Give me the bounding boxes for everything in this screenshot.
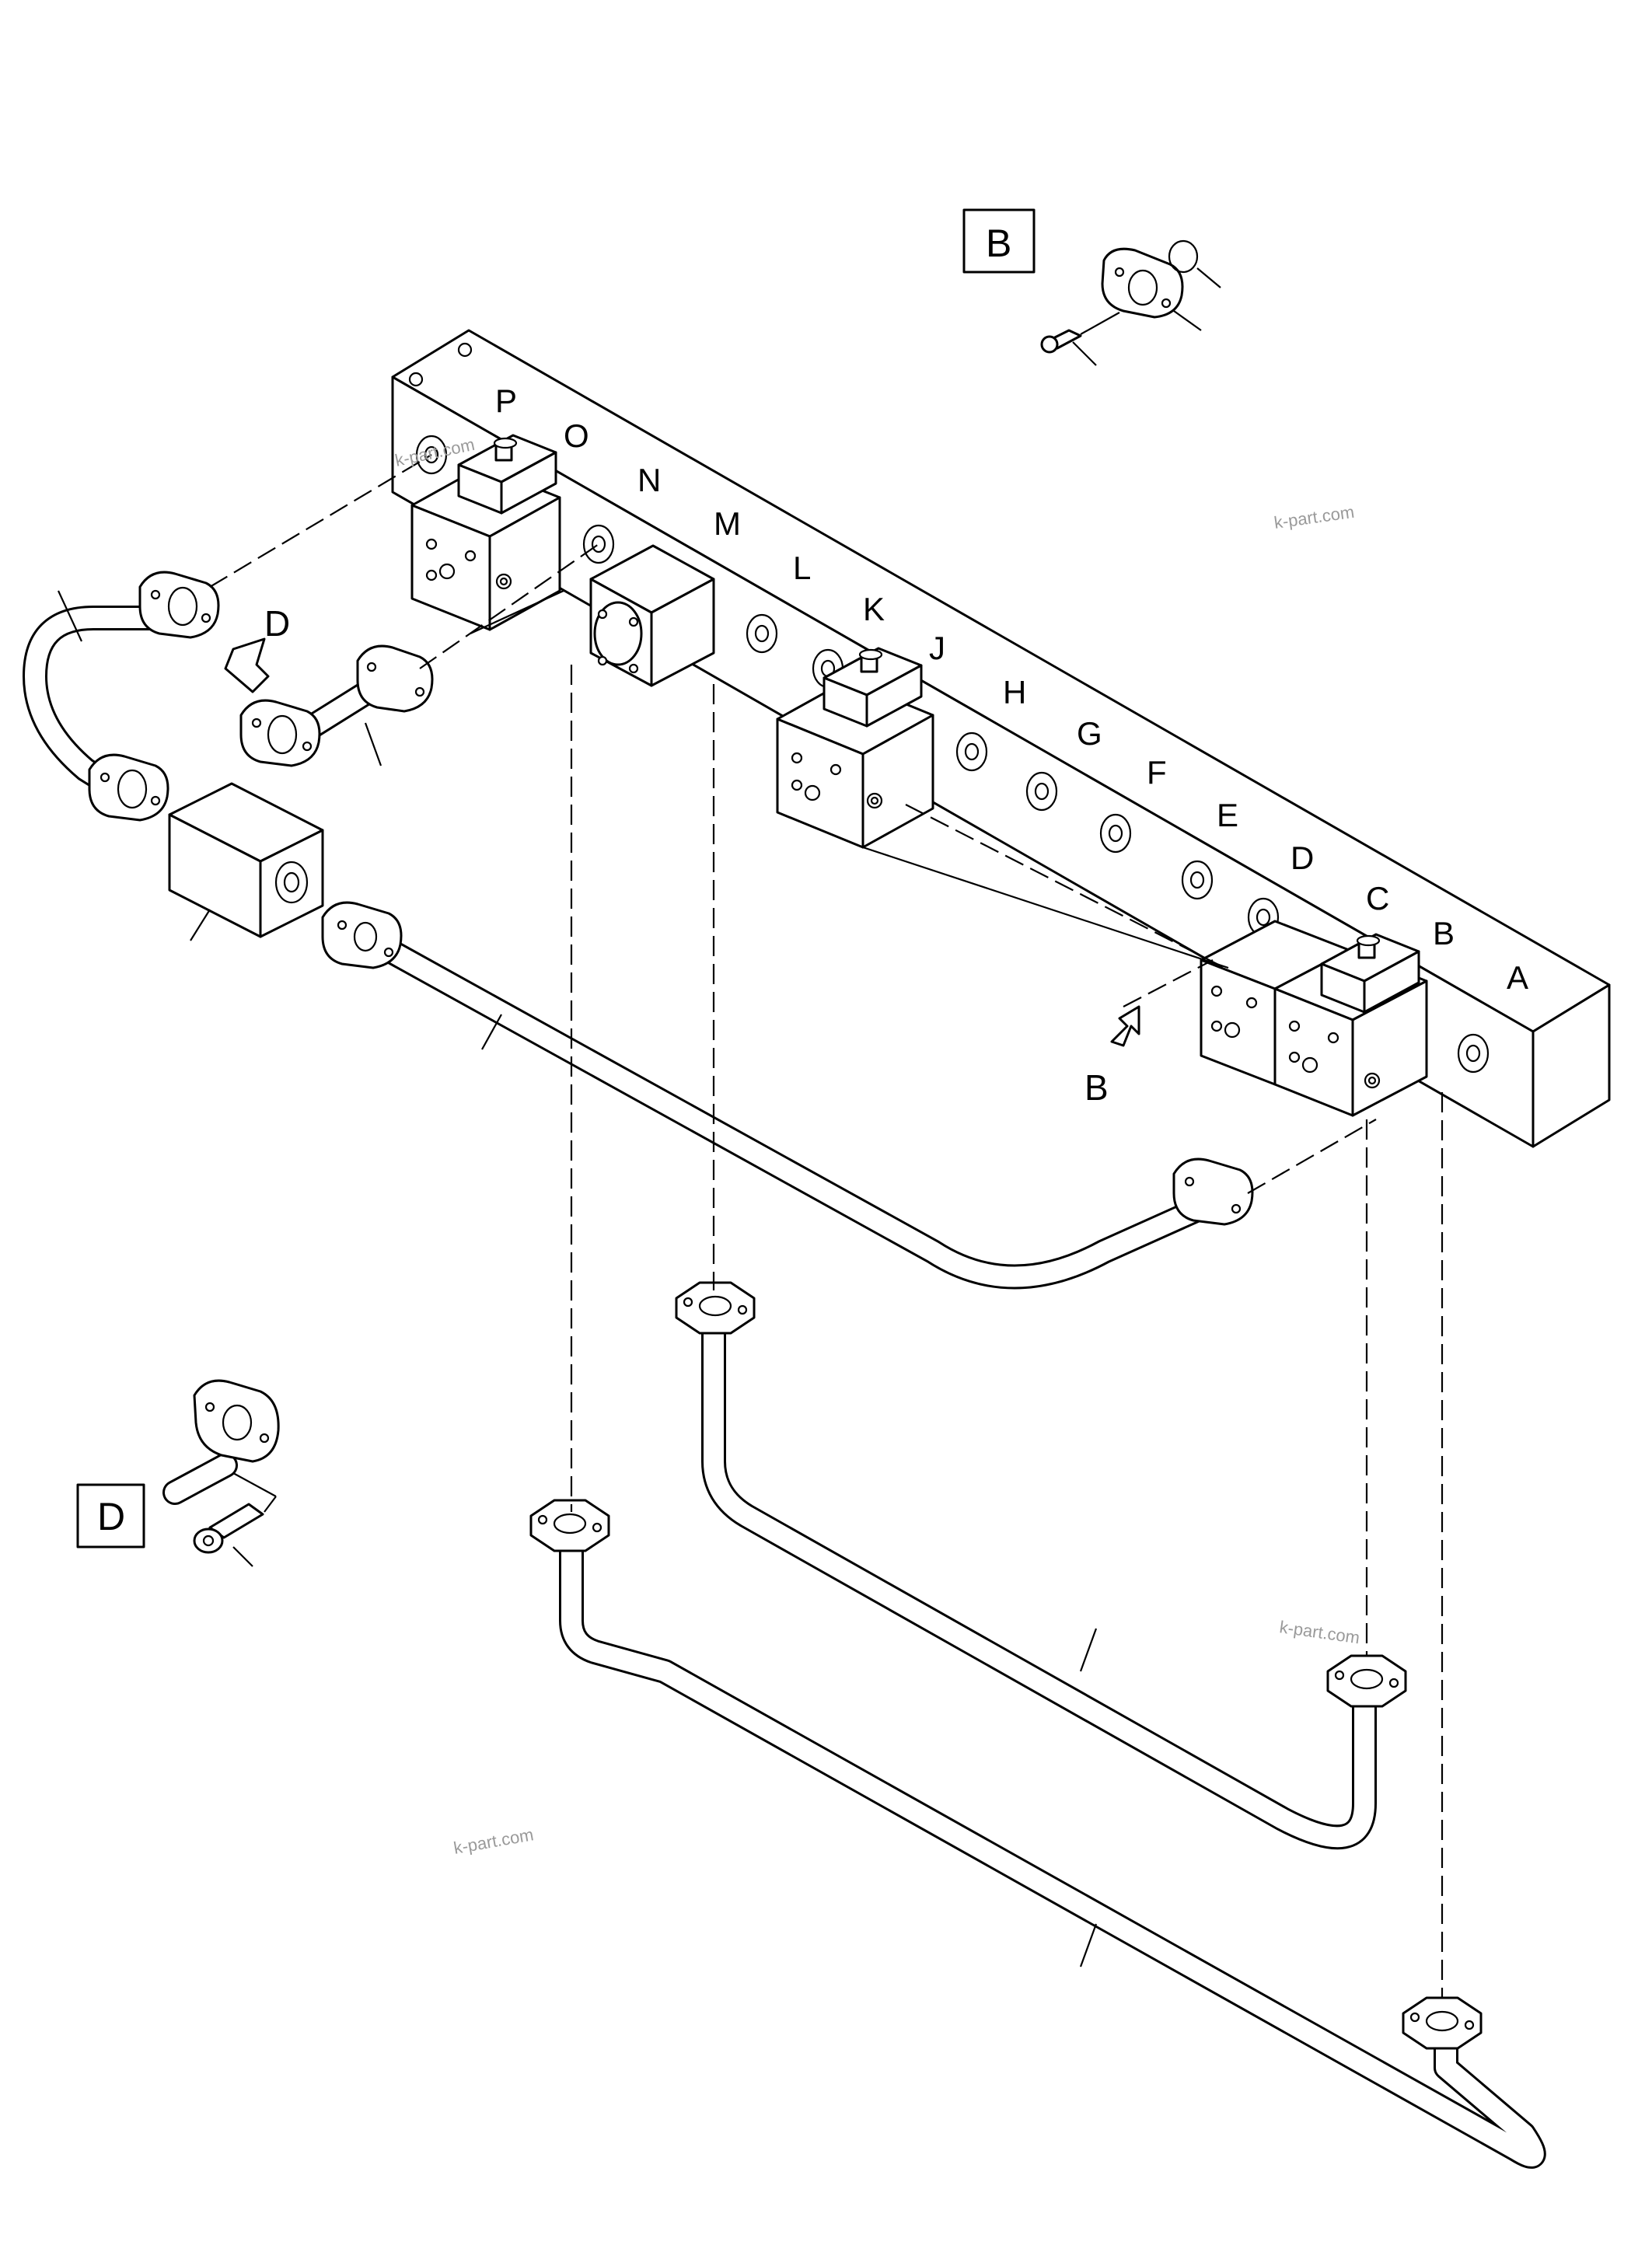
slot-label: D [1291,840,1314,876]
slot-label: J [929,630,945,666]
view-arrow-b-label: B [1084,1067,1109,1108]
pipe-lower [559,1523,1546,2169]
assembly-lines [209,454,1444,1998]
flange-middle-top [675,1281,756,1335]
detail-b [962,208,1221,366]
slot-label: P [495,382,517,419]
slot-label: M [714,505,741,542]
flange-long-right [1172,1157,1254,1226]
slot-label: E [1217,797,1238,833]
pipe-middle [701,1309,1377,1850]
flange-lower-bottom [1402,1996,1483,2050]
flange-d-left [239,699,321,767]
detail-d [76,1379,280,1567]
view-arrow-b-icon [1110,1005,1140,1047]
slot-label: L [793,550,811,586]
watermark: k-part.com [1278,1617,1360,1647]
view-arrow-d-label: D [264,603,290,644]
slot-label: F [1147,754,1167,791]
slot-label: B [1433,915,1455,951]
detail-b-label: B [986,222,1011,265]
view-arrow-d-icon [224,637,270,693]
flange-middle-bottom [1326,1654,1407,1708]
slot-labels: P O N M L K J H G F E D C B A [495,382,1528,996]
valve-block-c [1273,933,1428,1117]
loose-block [168,782,324,938]
slot-label: O [564,417,589,454]
valve-block-p [410,434,561,631]
watermark: k-part.com [452,1824,536,1858]
watermark: k-part.com [1273,502,1355,532]
valve-block-k [776,647,934,849]
slot-label: A [1507,959,1528,996]
slot-label: H [1003,674,1026,711]
flange-d-right [356,644,434,713]
detail-d-label: D [97,1495,125,1538]
slot-label: C [1366,880,1389,917]
pipe-detail-d [162,1453,238,1505]
cover-block-n [589,544,715,687]
manifold-ports [415,435,1490,1074]
leader-lines [58,590,1098,1967]
pipe-long-horizontal [345,920,1229,1290]
flange-u-bottom [88,753,169,822]
flange-u-top [138,571,220,639]
flange-long-left [321,901,403,969]
flange-lower-top [529,1499,610,1552]
slot-label: K [863,591,885,627]
pipe-u-left [23,606,203,801]
slot-label: G [1077,715,1102,752]
slot-label: N [637,462,661,498]
